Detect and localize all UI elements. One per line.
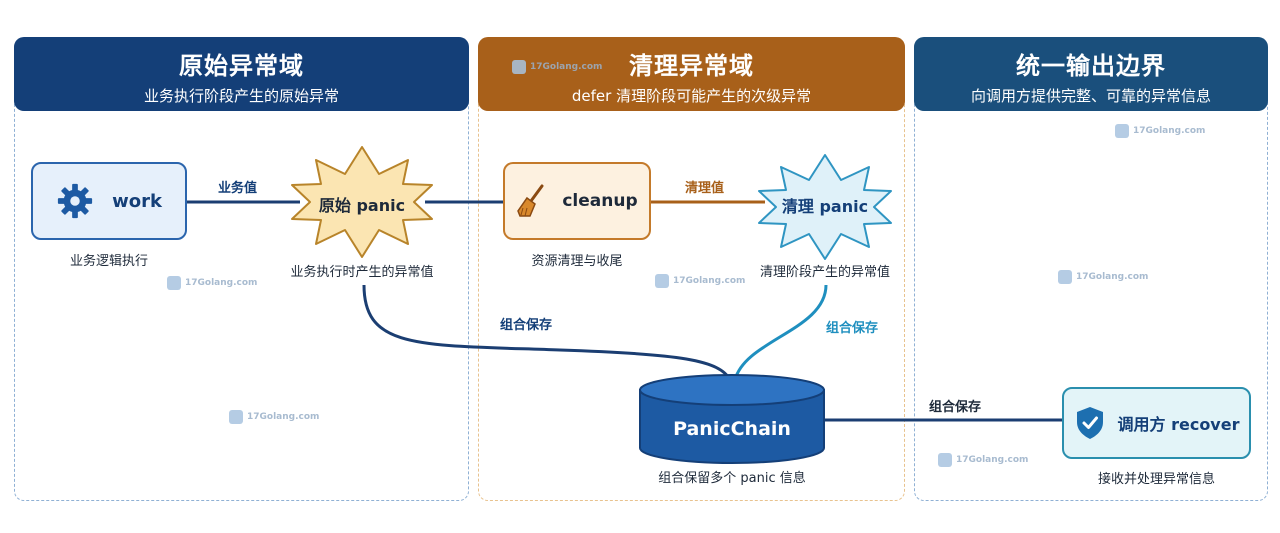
watermark-text: 17Golang.com (185, 278, 258, 288)
header-subtitle: 向调用方提供完整、可靠的异常信息 (970, 87, 1211, 105)
watermark-logo-icon (512, 60, 526, 74)
header-subtitle: 业务执行阶段产生的原始异常 (143, 87, 339, 105)
broom-icon (517, 184, 544, 217)
cleanup-caption: 资源清理与收尾 (531, 254, 623, 269)
header-title: 原始异常域 (179, 52, 304, 80)
edge-label-combine-right: 组合保存 (826, 321, 879, 336)
origin-panic-label: 原始 panic (318, 196, 406, 215)
header-output-boundary: 统一输出边界 向调用方提供完整、可靠的异常信息 (914, 37, 1268, 111)
panic-chain-label: PanicChain (673, 418, 791, 440)
cleanup-panic-burst (758, 154, 892, 260)
shield-check-icon (1076, 407, 1103, 439)
edge-label-combine-left: 组合保存 (500, 318, 553, 333)
watermark: 17Golang.com (167, 276, 257, 290)
edge-label-combine-out: 组合保存 (929, 400, 982, 415)
watermark-logo-icon (655, 274, 669, 288)
header-cleanup-domain: 清理异常域 defer 清理阶段可能产生的次级异常 (478, 37, 905, 111)
watermark-logo-icon (1115, 124, 1129, 138)
watermark-text: 17Golang.com (1076, 272, 1149, 282)
recover-node[interactable]: 调用方 recover (1062, 387, 1251, 459)
panic-chain-cylinder (639, 374, 825, 464)
work-caption: 业务逻辑执行 (69, 254, 148, 269)
header-subtitle: defer 清理阶段可能产生的次级异常 (571, 87, 812, 105)
watermark: 17Golang.com (229, 410, 319, 424)
watermark: 17Golang.com (512, 60, 602, 74)
watermark: 17Golang.com (938, 453, 1028, 467)
work-label: work (112, 190, 162, 212)
work-node[interactable]: work (31, 162, 187, 240)
cleanup-panic-caption: 清理阶段产生的异常值 (759, 265, 890, 280)
watermark-logo-icon (938, 453, 952, 467)
panic-chain-caption: 组合保留多个 panic 信息 (658, 471, 806, 486)
header-title: 清理异常域 (629, 52, 754, 80)
watermark: 17Golang.com (1058, 270, 1148, 284)
watermark-text: 17Golang.com (247, 412, 320, 422)
watermark-text: 17Golang.com (956, 455, 1029, 465)
origin-panic-burst (291, 146, 433, 258)
cleanup-label: cleanup (562, 191, 638, 211)
edge-label-cleanup-value: 清理值 (685, 181, 725, 196)
watermark-text: 17Golang.com (673, 276, 746, 286)
watermark-logo-icon (1058, 270, 1072, 284)
header-title: 统一输出边界 (1016, 52, 1166, 80)
watermark-text: 17Golang.com (1133, 126, 1206, 136)
watermark: 17Golang.com (1115, 124, 1205, 138)
edge-label-business-value: 业务值 (218, 181, 258, 196)
edge-origin-panic-to-chain (362, 284, 732, 381)
gear-icon (57, 183, 93, 219)
cleanup-panic-label: 清理 panic (781, 197, 869, 216)
watermark-logo-icon (167, 276, 181, 290)
cleanup-node[interactable]: cleanup (503, 162, 651, 240)
watermark: 17Golang.com (655, 274, 745, 288)
edge-cleanup-panic-to-chain (733, 284, 828, 381)
watermark-text: 17Golang.com (530, 62, 603, 72)
watermark-logo-icon (229, 410, 243, 424)
recover-label: 调用方 recover (1117, 415, 1240, 434)
recover-caption: 接收并处理异常信息 (1097, 472, 1215, 487)
origin-panic-caption: 业务执行时产生的异常值 (290, 265, 434, 280)
header-original-domain: 原始异常域 业务执行阶段产生的原始异常 (14, 37, 469, 111)
